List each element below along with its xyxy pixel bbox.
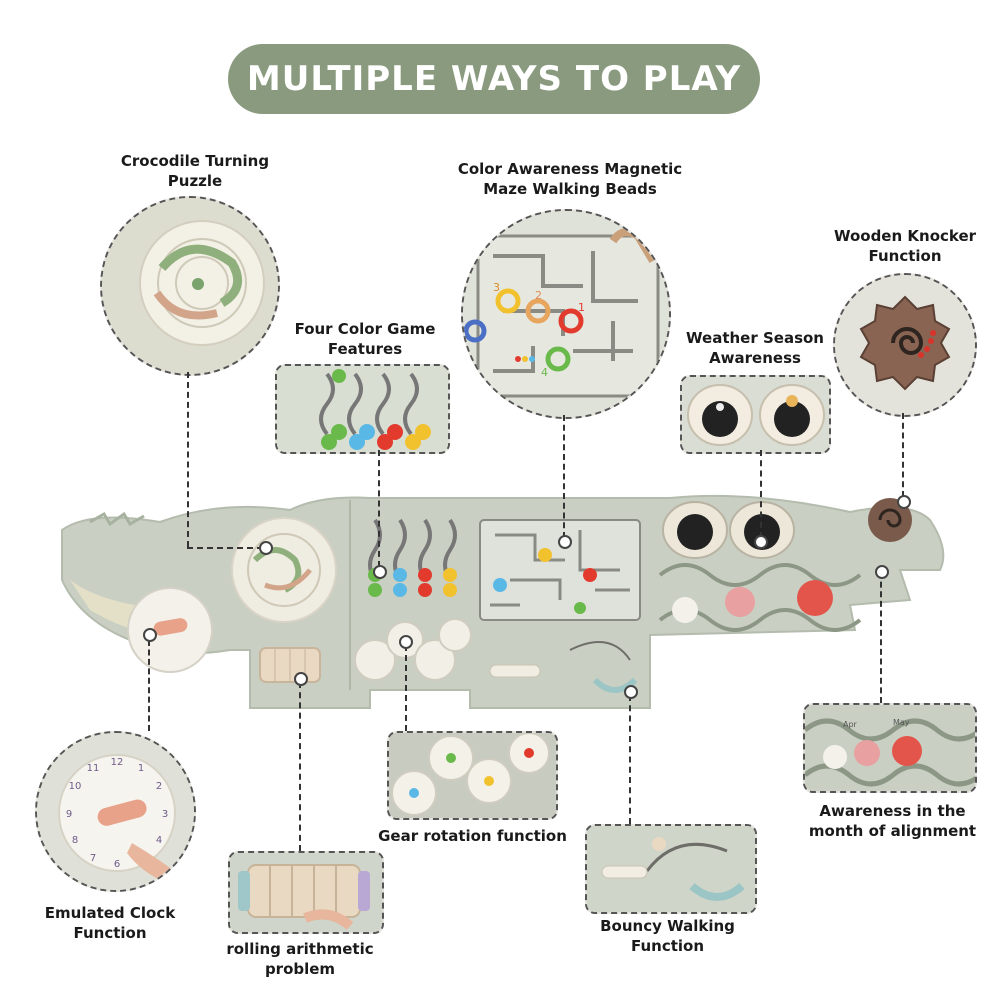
detail-color-maze: 3 2 1 4	[461, 209, 671, 419]
detail-wooden-knocker	[833, 273, 977, 417]
detail-rolling-arithmetic	[228, 851, 384, 934]
label-wooden-knocker: Wooden Knocker Function	[833, 227, 977, 265]
detail-four-color-game	[275, 364, 450, 454]
label-month-alignment: Awareness in the month of alignment	[808, 802, 977, 840]
maze-number-3: 3	[493, 281, 500, 294]
bouncy-image	[587, 826, 755, 912]
detail-gear-rotation	[387, 731, 558, 820]
board-eyes	[662, 501, 795, 559]
detail-crocodile-turning-puzzle	[100, 196, 280, 376]
maze-image: 3 2 1 4	[463, 211, 669, 417]
gear-image	[389, 733, 556, 818]
turning-puzzle-image	[102, 198, 278, 374]
label-emulated-clock: Emulated Clock Function	[44, 904, 176, 942]
label-bouncy-walking: Bouncy Walking Function	[600, 917, 735, 955]
clock-number-3: 3	[162, 809, 168, 820]
clock-number-9: 9	[66, 809, 72, 820]
clock-number-8: 8	[72, 835, 78, 846]
label-rolling-arithmetic: rolling arithmetic problem	[226, 940, 374, 978]
maze-number-1: 1	[578, 301, 585, 314]
label-weather-season: Weather Season Awareness	[686, 329, 824, 367]
clock-number-12: 12	[111, 757, 124, 768]
crocodile-busy-board	[61, 494, 945, 709]
title-banner: MULTIPLE WAYS TO PLAY	[228, 44, 760, 114]
clock-number-7: 7	[90, 853, 96, 864]
label-gear-rotation: Gear rotation function	[378, 827, 567, 845]
month-label-may: May	[893, 718, 910, 727]
month-image: Apr May	[805, 705, 975, 791]
clock-number-1: 1	[138, 763, 144, 774]
clock-image: 12 1 2 3 4 5 6 7 8 9 10 11	[37, 733, 194, 890]
label-four-color-game: Four Color Game Features	[294, 320, 436, 358]
board-maze	[479, 519, 641, 621]
board-gears	[354, 618, 472, 681]
four-color-image	[277, 366, 448, 452]
clock-number-4: 4	[156, 835, 162, 846]
board-month-wave	[658, 563, 862, 632]
detail-bouncy-walking	[585, 824, 757, 914]
detail-weather-season	[680, 375, 831, 454]
clock-number-11: 11	[87, 763, 100, 774]
detail-month-alignment: Apr May	[803, 703, 977, 793]
board-knocker	[868, 498, 912, 542]
board-rolling-cylinders	[259, 647, 321, 683]
clock-number-2: 2	[156, 781, 162, 792]
label-crocodile-turning-puzzle: Crocodile Turning Puzzle	[120, 152, 270, 190]
maze-number-4: 4	[541, 366, 548, 379]
detail-emulated-clock: 12 1 2 3 4 5 6 7 8 9 10 11	[35, 731, 196, 892]
maze-number-2: 2	[535, 289, 542, 302]
rolling-image	[230, 853, 382, 932]
board-bouncy-walking	[489, 641, 638, 693]
knocker-image	[835, 275, 975, 415]
banner-title: MULTIPLE WAYS TO PLAY	[246, 59, 742, 99]
month-label-apr: Apr	[843, 720, 858, 729]
clock-number-10: 10	[69, 781, 82, 792]
weather-image	[682, 377, 829, 452]
clock-number-6: 6	[114, 859, 120, 870]
label-color-maze: Color Awareness Magnetic Maze Walking Be…	[457, 160, 683, 198]
